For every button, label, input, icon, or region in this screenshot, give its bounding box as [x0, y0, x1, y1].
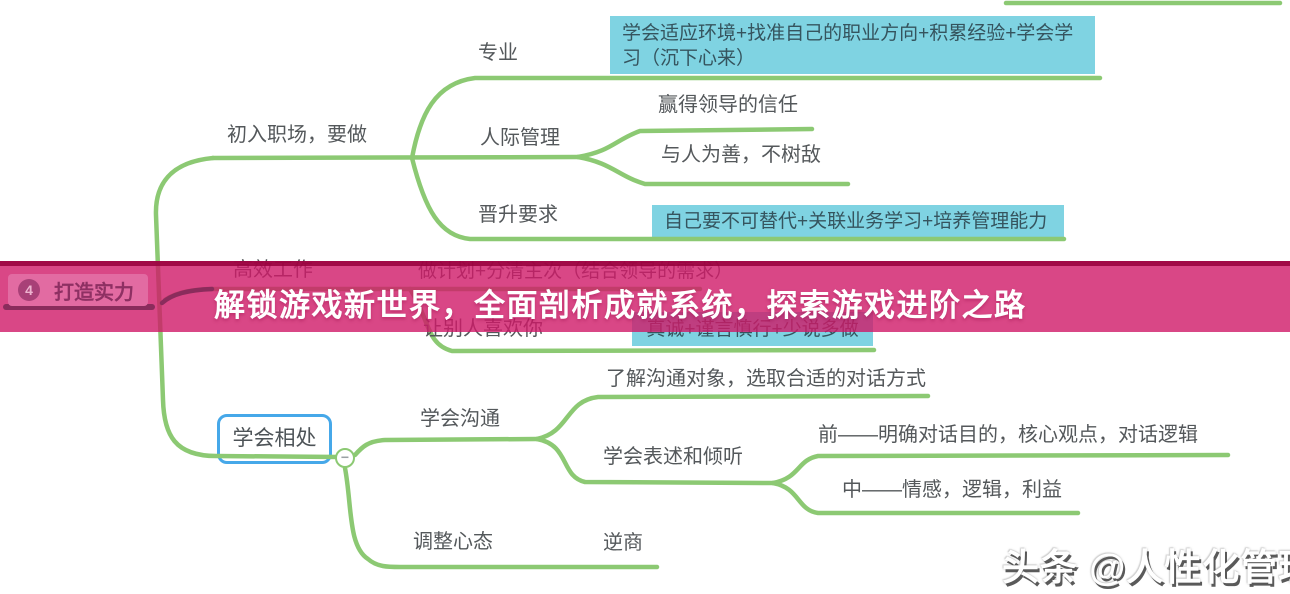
node-professional-detail-text: 学会适应环境+找准自己的职业方向+积累经验+学会学习（沉下心来） [622, 23, 1074, 69]
node-trust[interactable]: 赢得领导的信任 [658, 94, 798, 116]
node-adversity[interactable]: 逆商 [603, 532, 643, 554]
collapse-button[interactable]: − [335, 448, 355, 468]
node-express-during[interactable]: 中——情感，逻辑，利益 [842, 479, 1062, 501]
promo-banner [0, 261, 1290, 332]
node-interpersonal[interactable]: 人际管理 [480, 127, 560, 149]
root-badge: 4 [18, 279, 40, 301]
node-promotion[interactable]: 晋升要求 [478, 204, 558, 226]
node-mindset[interactable]: 调整心态 [413, 531, 493, 553]
node-getalong[interactable]: 学会相处 [232, 427, 317, 450]
node-understand[interactable]: 了解沟通对象，选取合适的对话方式 [606, 368, 926, 390]
node-communicate[interactable]: 学会沟通 [420, 408, 500, 430]
node-professional-detail[interactable]: 学会适应环境+找准自己的职业方向+积累经验+学会学习（沉下心来） [610, 16, 1095, 74]
node-beginner[interactable]: 初入职场，要做 [227, 124, 367, 146]
banner-title: 解锁游戏新世界，全面剖析成就系统，探索游戏进阶之路 [214, 288, 1027, 323]
watermark: 头条 @人性化管理 [1002, 547, 1290, 588]
node-kindness[interactable]: 与人为善，不树敌 [661, 144, 821, 166]
node-express-before[interactable]: 前——明确对话目的，核心观点，对话逻辑 [818, 424, 1198, 446]
root-label: 打造实力 [54, 281, 134, 304]
node-express[interactable]: 学会表述和倾听 [603, 446, 743, 468]
root-node[interactable]: 4 打造实力 [8, 274, 148, 306]
node-professional[interactable]: 专业 [478, 42, 518, 64]
